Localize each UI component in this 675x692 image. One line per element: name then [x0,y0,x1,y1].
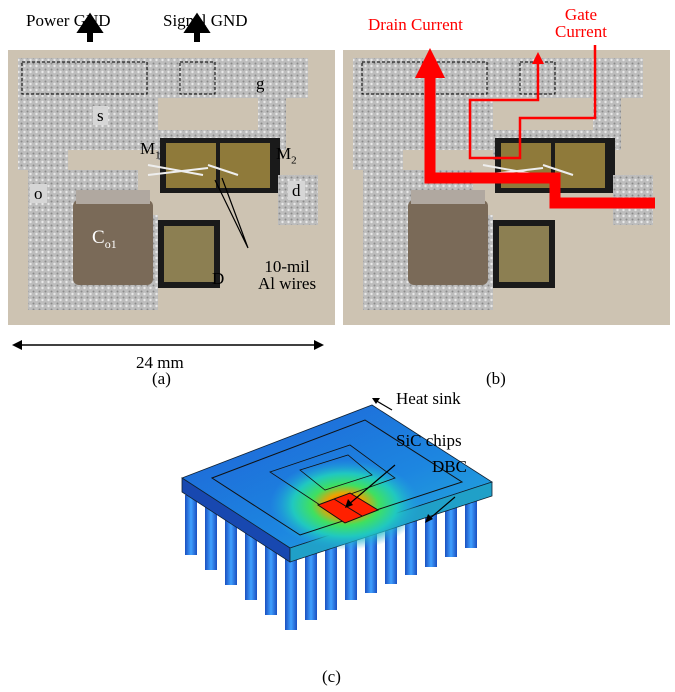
d-terminal-label: d [288,181,305,200]
m2-label: M2 [276,144,297,167]
heat-sink-label: Heat sink [396,389,461,408]
dbc-label: DBC [432,457,467,476]
photo-b [342,49,671,326]
dimension-label: 24 mm [136,353,184,372]
m1-label: M1 [140,139,161,162]
sic-chips-label: SiC chips [396,431,462,450]
o-terminal-label: o [30,184,47,203]
g-terminal-label: g [256,74,265,93]
heat-sink-pins [185,495,477,630]
drain-current-label: Drain Current [368,15,463,34]
caption-b: (b) [486,369,506,388]
dbc-substrate [210,419,464,536]
caption-c: (c) [322,667,341,686]
caption-a: (a) [152,369,171,388]
diode-label: D [212,269,225,288]
gate-current-arrow [468,45,597,160]
power-gnd-label: Power GND [26,11,111,30]
capacitor-label: Co1 [92,227,117,251]
signal-gnd-label: Signal GND [163,11,248,30]
drain-current-arrow [424,75,655,209]
s-terminal-label: s [93,106,108,125]
